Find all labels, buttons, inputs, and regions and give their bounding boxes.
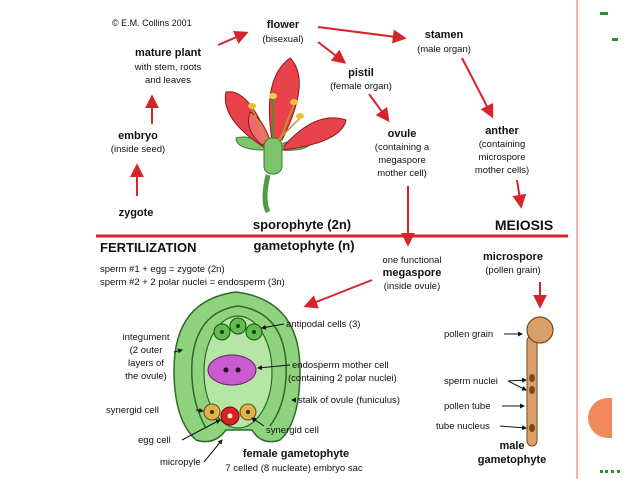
- diagram-labels: © E.M. Collins 2001 flower (bisexual) st…: [100, 18, 553, 474]
- slide-border: [576, 0, 578, 479]
- label-one-functional: one functional: [382, 255, 441, 266]
- arrow-anther-to-meiosis: [512, 179, 527, 209]
- label-integument4: the ovule): [125, 371, 167, 382]
- label-anther-sub2: microspore: [479, 152, 526, 163]
- label-integument2: (2 outer: [130, 345, 163, 356]
- label-microspore: microspore: [483, 251, 543, 263]
- label-sperm1-equation: sperm #1 + egg = zygote (2n): [100, 264, 225, 275]
- label-pollen-grain: pollen grain: [444, 329, 493, 340]
- label-mature-plant-sub2: and leaves: [145, 75, 191, 86]
- copyright-text: © E.M. Collins 2001: [112, 18, 192, 28]
- label-female-gametophyte-sub: 7 celled (8 nucleate) embryo sac: [225, 463, 363, 474]
- arrow-stamen-to-anther: [461, 57, 494, 119]
- label-male2: gametophyte: [478, 454, 546, 466]
- label-sperm2-equation: sperm #2 + 2 polar nuclei = endosperm (3…: [100, 277, 285, 288]
- pollen-illustration: [526, 316, 554, 447]
- ovule-illustration: [173, 291, 301, 443]
- label-mature-plant: mature plant: [135, 47, 201, 59]
- label-anther: anther: [485, 125, 519, 137]
- label-tube-nucleus: tube nucleus: [436, 421, 490, 432]
- label-fertilization: FERTILIZATION: [100, 240, 197, 255]
- flower-illustration: [224, 57, 347, 214]
- label-gametophyte: gametophyte (n): [253, 238, 354, 253]
- label-pistil: pistil: [348, 67, 374, 79]
- label-pollen-tube: pollen tube: [444, 401, 490, 412]
- arrow-flower-to-stamen: [317, 26, 407, 44]
- label-endosperm2: (containing 2 polar nuclei): [288, 373, 397, 384]
- label-flower: flower: [267, 19, 300, 31]
- label-megaspore-sub: (inside ovule): [384, 281, 441, 292]
- label-microspore-sub: (pollen grain): [485, 265, 540, 276]
- label-flower-sub: (bisexual): [262, 34, 303, 45]
- label-meiosis: MEIOSIS: [495, 217, 553, 233]
- arrow-flower-to-pistil: [317, 41, 347, 64]
- label-micropyle: micropyle: [160, 457, 201, 468]
- pollen-leader-lines: [499, 331, 527, 431]
- label-megaspore: megaspore: [383, 267, 442, 279]
- label-ovule-sub2: megaspore: [378, 155, 426, 166]
- label-anther-sub3: mother cells): [475, 165, 529, 176]
- label-ovule: ovule: [388, 128, 417, 140]
- label-stamen: stamen: [425, 29, 464, 41]
- label-stamen-sub: (male organ): [417, 44, 471, 55]
- arrow-megaspore-to-ovule: [303, 279, 373, 309]
- label-stalk: stalk of ovule (funiculus): [298, 395, 400, 406]
- label-endosperm1: endosperm mother cell: [292, 360, 389, 371]
- label-antipodal: antipodal cells (3): [286, 319, 360, 330]
- arrow-plant-to-flower: [217, 30, 249, 46]
- label-mature-plant-sub1: with stem, roots: [134, 62, 202, 73]
- label-zygote: zygote: [119, 207, 154, 219]
- label-sperm-nuclei: sperm nuclei: [444, 376, 498, 387]
- label-sporophyte: sporophyte (2n): [253, 217, 351, 232]
- label-integument3: layers of: [128, 358, 164, 369]
- cycle-arrows: [130, 26, 547, 309]
- label-ovule-sub3: mother cell): [377, 168, 427, 179]
- corner-mark: [600, 12, 608, 15]
- label-embryo-sub: (inside seed): [111, 144, 165, 155]
- label-synergid-right: synergid cell: [266, 425, 319, 436]
- corner-mark: [600, 470, 620, 476]
- corner-mark: [612, 38, 618, 41]
- label-egg-cell: egg cell: [138, 435, 171, 446]
- label-ovule-sub1: (containing a: [375, 142, 430, 153]
- ovule-leader-lines: [173, 323, 296, 463]
- label-male1: male: [499, 440, 524, 452]
- label-integument1: integument: [122, 332, 169, 343]
- label-anther-sub1: (containing: [479, 139, 525, 150]
- arrow-pistil-to-ovule: [368, 93, 390, 123]
- label-pistil-sub: (female organ): [330, 81, 392, 92]
- label-embryo: embryo: [118, 130, 158, 142]
- label-synergid-left: synergid cell: [106, 405, 159, 416]
- label-female-gametophyte: female gametophyte: [243, 448, 349, 460]
